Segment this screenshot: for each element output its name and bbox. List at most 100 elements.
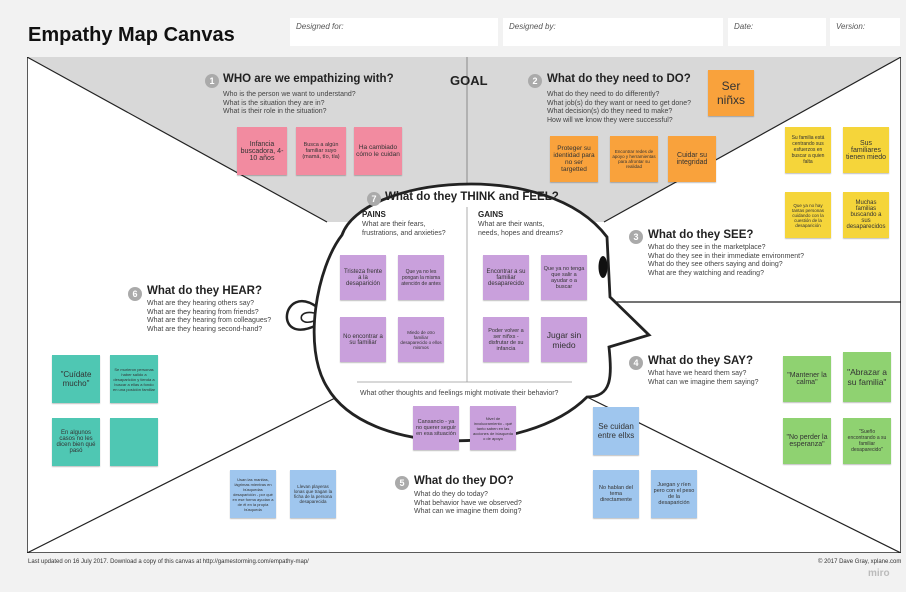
pains-q1: What are their fears,	[362, 221, 426, 228]
sticky-note[interactable]: "Mantener la calma"	[783, 356, 831, 402]
say-heading: What do they SAY?	[648, 355, 753, 367]
say-q2: What can we imagine them saying?	[648, 378, 759, 386]
goal-area	[27, 57, 901, 222]
who-questions: Who is the person we want to understand?…	[223, 91, 356, 117]
sticky-note[interactable]: Ser niñxs	[708, 70, 754, 116]
sticky-note[interactable]: Usan las manitas, lágrimas mientras en b…	[230, 470, 276, 518]
sticky-note[interactable]: Miedo de otro familiar desaparecido o el…	[398, 317, 444, 362]
sticky-note[interactable]: Llevan playeras lonas que tragan la fich…	[290, 470, 336, 518]
hear-heading: What do they HEAR?	[147, 285, 262, 297]
see-heading: What do they SEE?	[648, 229, 754, 241]
say-questions: What have we heard them say? What can we…	[648, 370, 759, 387]
canvas-title: Empathy Map Canvas	[28, 24, 235, 46]
empathy-map-board	[27, 57, 901, 553]
sticky-note[interactable]: No encontrar a su familiar	[340, 317, 386, 362]
other-thoughts-question: What other thoughts and feelings might m…	[360, 390, 559, 397]
diag-top-left	[27, 57, 328, 223]
do-q3: What can we imagine them doing?	[414, 508, 522, 515]
head-outline	[312, 182, 652, 443]
sticky-note[interactable]: Ha cambiado cómo le cuidan	[354, 127, 402, 175]
sticky-note[interactable]: Infancia buscadora, 4-10 años	[237, 127, 287, 175]
do-q1: What do they do today?	[414, 491, 488, 498]
sticky-note[interactable]: Proteger su identidad para no ser target…	[550, 136, 598, 182]
gains-q1: What are their wants,	[478, 221, 545, 228]
need-q1: What do they need to do differently?	[547, 91, 660, 98]
do-heading: What do they DO?	[414, 475, 514, 487]
see-q4: What are they watching and reading?	[648, 269, 764, 277]
need-q3: What decision(s) do they need to make?	[547, 108, 673, 115]
ear-inner	[300, 311, 315, 324]
sticky-note[interactable]: Que ya no hay tantas personas cuidando c…	[785, 192, 831, 238]
miro-logo: miro	[868, 568, 890, 579]
need-q4: How will we know they were successful?	[547, 116, 673, 124]
gains-questions: What are their wants, needs, hopes and d…	[478, 221, 563, 238]
sticky-note[interactable]: Sus familiares tienen miedo	[843, 127, 889, 173]
sticky-note[interactable]: "Sueño encontrando a su familiar desapar…	[843, 418, 891, 464]
hear-q1: What are they hearing others say?	[147, 300, 255, 307]
eye	[598, 256, 608, 278]
sticky-note[interactable]: Cansancio - ya no querer seguir en esa s…	[413, 406, 459, 450]
see-q3: What do they see others saying and doing…	[648, 261, 783, 268]
think-heading: What do they THINK and FEEL?	[385, 191, 559, 203]
section-5-badge: 5	[395, 476, 409, 490]
gains-q2: needs, hopes and dreams?	[478, 229, 563, 237]
see-q2: What do they see in their immediate envi…	[648, 252, 805, 260]
need-questions: What do they need to do differently? Wha…	[547, 91, 691, 125]
sticky-note[interactable]: Poder volver a ser niñxs - disfrutar de …	[483, 317, 529, 362]
sticky-note[interactable]: Se cuidan entre ellxs	[593, 407, 639, 455]
version-field[interactable]: Version:	[830, 18, 900, 46]
sticky-note[interactable]: Cuidar su integridad	[668, 136, 716, 182]
sticky-note[interactable]: Nivel de involucramiento - qué tanto sab…	[470, 406, 516, 450]
hear-q2: What are they hearing from friends?	[147, 308, 259, 316]
goal-label: GOAL	[450, 73, 488, 88]
section-3-badge: 3	[629, 230, 643, 244]
section-7-badge: 7	[367, 192, 381, 206]
diag-bottom-right	[586, 396, 901, 553]
section-1-badge: 1	[205, 74, 219, 88]
say-q1: What have we heard them say?	[648, 370, 747, 377]
sticky-note[interactable]: Que ya no les pongan la misma atención d…	[398, 255, 444, 300]
sticky-note[interactable]: Tristeza frente a la desaparición	[340, 255, 386, 300]
do-q2: What behavior have we observed?	[414, 499, 522, 507]
sticky-note[interactable]: En algunos casos no les dicen bien qué p…	[52, 418, 100, 466]
section-6-badge: 6	[128, 287, 142, 301]
see-questions: What do they see in the marketplace? Wha…	[648, 244, 804, 278]
sticky-note[interactable]: "No perder la esperanza"	[783, 418, 831, 464]
who-q3: What is their role in the situation?	[223, 108, 327, 115]
hear-questions: What are they hearing others say? What a…	[147, 300, 271, 334]
footer-copyright: © 2017 Dave Gray, xplane.com	[818, 559, 902, 565]
pains-title: PAINS	[362, 210, 386, 219]
who-q2: What is the situation they are in?	[223, 99, 325, 107]
sticky-note[interactable]: Busca a algún familiar suyo (mamá, tío, …	[296, 127, 346, 175]
gains-title: GAINS	[478, 210, 504, 219]
need-q2: What job(s) do they want or need to get …	[547, 99, 691, 107]
sticky-note[interactable]: Su familia está centrando sus esfuerzos …	[785, 127, 831, 173]
sticky-note[interactable]: No hablan del tema directamente	[593, 470, 639, 518]
designed-by-field[interactable]: Designed by:	[503, 18, 723, 46]
sticky-note[interactable]: Juegan y ríen pero con el peso de la des…	[651, 470, 697, 518]
pains-questions: What are their fears, frustrations, and …	[362, 221, 446, 238]
designed-for-field[interactable]: Designed for:	[290, 18, 498, 46]
sticky-note[interactable]: Encontrar redes de apoyo y herramientas …	[610, 136, 658, 182]
sticky-note[interactable]: "Abrazar a su familia"	[843, 352, 891, 402]
section-2-badge: 2	[528, 74, 542, 88]
sticky-note[interactable]: Jugar sin miedo	[541, 317, 587, 362]
sticky-note[interactable]: "Cuídate mucho"	[52, 355, 100, 403]
diag-top-right	[603, 57, 901, 223]
sticky-note[interactable]: Encontrar a su familiar desaparecido	[483, 255, 529, 300]
sticky-note[interactable]: Se murieron personas haber salido a desa…	[110, 355, 158, 403]
sticky-note[interactable]: Que ya no tenga que salir a ayudar o a b…	[541, 255, 587, 300]
see-q1: What do they see in the marketplace?	[648, 244, 766, 251]
section-4-badge: 4	[629, 356, 643, 370]
footer-note: Last updated on 16 July 2017. Download a…	[28, 559, 309, 565]
hear-q4: What are they hearing second-hand?	[147, 325, 263, 333]
hear-q3: What are they hearing from colleagues?	[147, 317, 272, 324]
sticky-note[interactable]	[110, 418, 158, 466]
pains-q2: frustrations, and anxieties?	[362, 229, 446, 237]
who-q1: Who is the person we want to understand?	[223, 91, 356, 98]
do-questions: What do they do today? What behavior hav…	[414, 491, 522, 517]
sticky-note[interactable]: Muchas familias buscando a sus desaparec…	[843, 192, 889, 238]
who-heading: WHO are we empathizing with?	[223, 73, 394, 85]
date-field[interactable]: Date:	[728, 18, 826, 46]
